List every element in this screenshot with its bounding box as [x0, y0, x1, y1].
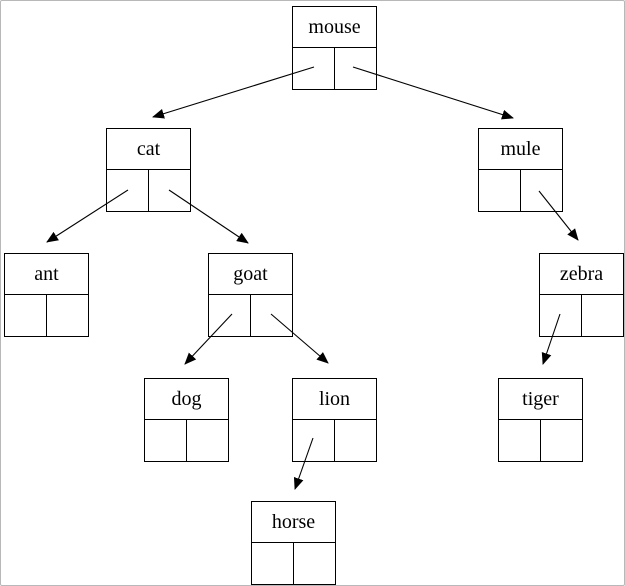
- node-label: lion: [318, 387, 351, 410]
- pointer-cells: [293, 47, 376, 90]
- pointer-cells: [540, 294, 623, 337]
- ant-left-pointer-cell: [5, 295, 47, 337]
- mule-left-pointer-cell: [479, 170, 521, 212]
- tree-node-tiger: tiger: [498, 378, 583, 462]
- pointer-cells: [107, 169, 190, 212]
- mouse-right-pointer-cell: [335, 48, 376, 90]
- tree-node-lion: lion: [292, 378, 377, 462]
- tree-node-cat: cat: [106, 128, 191, 212]
- tiger-left-pointer-cell: [499, 420, 541, 462]
- tree-node-mouse: mouse: [292, 6, 377, 90]
- edge-mouse-left-cat: [152, 66, 315, 119]
- goat-left-pointer-cell: [209, 295, 251, 337]
- pointer-cells: [145, 419, 228, 462]
- pointer-cells: [499, 419, 582, 462]
- pointer-cells: [5, 294, 88, 337]
- node-label: goat: [233, 262, 268, 285]
- tree-node-dog: dog: [144, 378, 229, 462]
- goat-right-pointer-cell: [251, 295, 292, 337]
- node-label: dog: [171, 387, 202, 410]
- pointer-cells: [209, 294, 292, 337]
- pointer-cells: [293, 419, 376, 462]
- tree-node-ant: ant: [4, 253, 89, 337]
- ant-right-pointer-cell: [47, 295, 88, 337]
- cat-left-pointer-cell: [107, 170, 149, 212]
- horse-right-pointer-cell: [294, 543, 335, 585]
- node-label: ant: [34, 262, 59, 285]
- tiger-right-pointer-cell: [541, 420, 582, 462]
- zebra-left-pointer-cell: [540, 295, 582, 337]
- lion-left-pointer-cell: [293, 420, 335, 462]
- edge-mouse-right-mule: [352, 66, 514, 120]
- pointer-cells: [479, 169, 562, 212]
- node-label: tiger: [522, 387, 559, 410]
- tree-node-goat: goat: [208, 253, 293, 337]
- tree-node-zebra: zebra: [539, 253, 624, 337]
- pointer-cells: [252, 542, 335, 585]
- node-label: cat: [136, 137, 161, 160]
- zebra-right-pointer-cell: [582, 295, 623, 337]
- lion-right-pointer-cell: [335, 420, 376, 462]
- node-label: horse: [271, 510, 316, 533]
- tree-node-mule: mule: [478, 128, 563, 212]
- mule-right-pointer-cell: [521, 170, 562, 212]
- tree-node-horse: horse: [251, 501, 336, 585]
- cat-right-pointer-cell: [149, 170, 190, 212]
- horse-left-pointer-cell: [252, 543, 294, 585]
- node-label: zebra: [559, 262, 604, 285]
- mouse-left-pointer-cell: [293, 48, 335, 90]
- dog-left-pointer-cell: [145, 420, 187, 462]
- node-label: mouse: [308, 15, 361, 38]
- dog-right-pointer-cell: [187, 420, 228, 462]
- node-label: mule: [500, 137, 541, 160]
